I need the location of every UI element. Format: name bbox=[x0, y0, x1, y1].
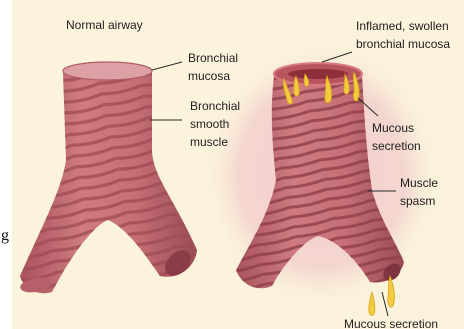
edge-glyph: g bbox=[1, 227, 9, 244]
inflamed-mucosa-line1: Inflamed, swollen bbox=[356, 19, 449, 33]
bronchial-mucosa-line1: Bronchial bbox=[188, 51, 238, 65]
left-margin bbox=[0, 0, 12, 329]
smooth-muscle-line3: muscle bbox=[190, 135, 228, 149]
smooth-muscle-line1: Bronchial bbox=[190, 99, 240, 113]
bronchial-mucosa-line2: mucosa bbox=[188, 69, 230, 83]
normal-airway-opening bbox=[63, 62, 152, 80]
muscle-spasm-line2: spasm bbox=[400, 194, 435, 208]
inflamed-mucosa-line2: bronchial mucosa bbox=[356, 37, 450, 51]
mucous-secretion-bottom: Mucous secretion bbox=[344, 317, 438, 329]
muscle-spasm-line1: Muscle bbox=[400, 176, 438, 190]
narrowed-lumen bbox=[288, 69, 348, 79]
smooth-muscle-line2: smooth bbox=[190, 117, 229, 131]
mucous-secretion-top-line2: secretion bbox=[372, 139, 421, 153]
normal-airway-title: Normal airway bbox=[66, 18, 143, 32]
mucous-secretion-top-line1: Mucous bbox=[372, 121, 414, 135]
